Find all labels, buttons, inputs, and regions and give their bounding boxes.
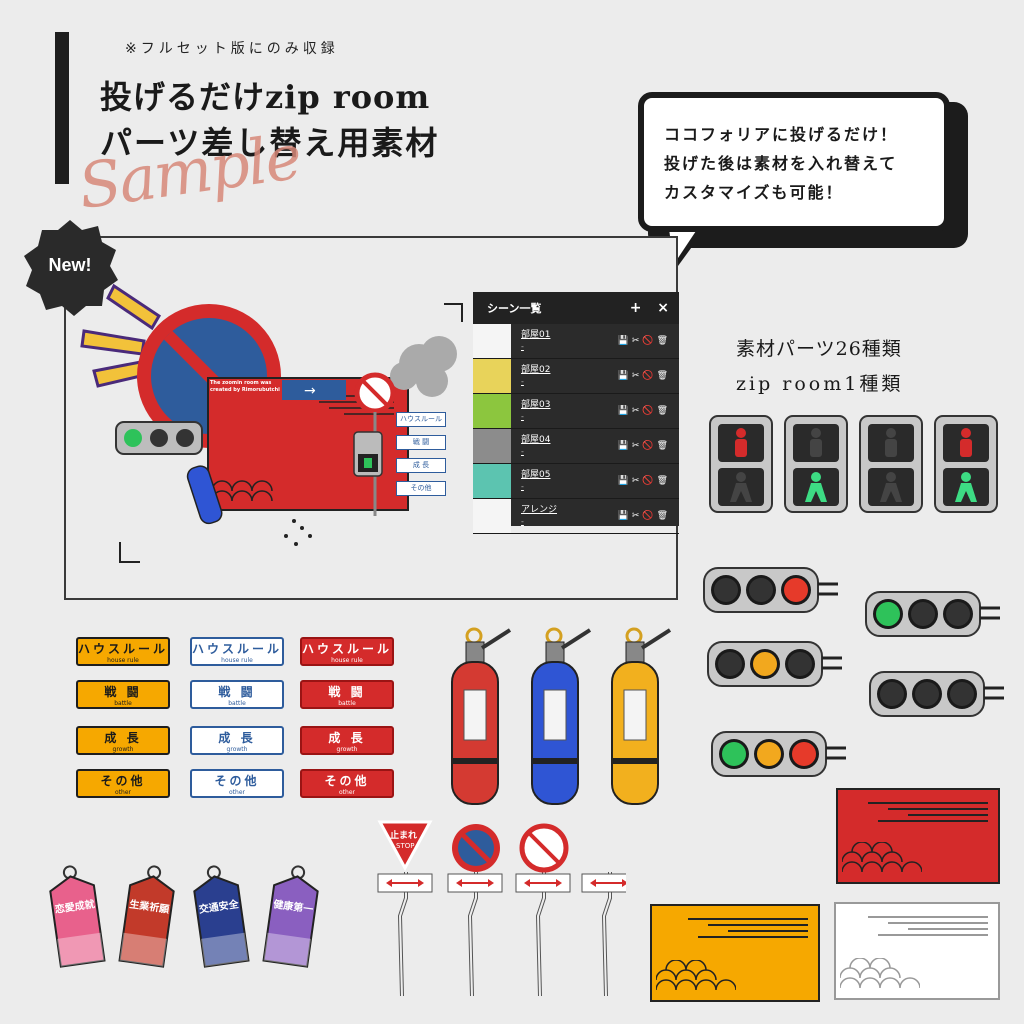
new-badge [24,220,118,316]
omamori: 生業祈願 [118,865,175,968]
pedestrian-signal [784,415,848,513]
scene-name[interactable]: アレンジ- [521,505,558,526]
mini-label: その他 [396,481,446,496]
mini-label: 成 長 [396,458,446,473]
fire-extinguisher [611,627,672,805]
sign-pole [581,872,626,997]
speech-bubble: ココフォリアに投げるだけ！ 投げた後は素材を入れ替えて カスタマイズも可能！ [638,92,950,232]
room-count: zip room1種類 [736,373,904,395]
scene-list-header: シーン一覧 + × [473,292,679,324]
sign-pole [515,872,571,997]
fire-extinguishers [451,627,672,805]
omamori-charms: 恋愛成就生業祈願交通安全健康第一 [49,865,319,968]
header-bar [55,32,69,184]
pedestrian-signal [709,415,773,513]
scene-thumbnail [473,429,511,463]
scene-name[interactable]: 部屋05- [521,470,551,491]
add-scene-icon[interactable]: + [629,300,642,316]
mini-label: 戦 闘 [396,435,446,450]
scene-row[interactable]: アレンジ- 💾✂🚫🗑 [473,499,679,534]
scene-list: 部屋01-💾✂🚫🗑部屋02-💾✂🚫🗑部屋03-💾✂🚫🗑部屋04-💾✂🚫🗑部屋05… [473,324,679,534]
fire-extinguisher [451,627,512,805]
scene-thumbnail [473,359,511,393]
close-panel-icon[interactable]: × [657,300,669,316]
traffic-light [711,731,846,777]
page-title: 投げるだけzip room [100,78,431,116]
pedestrian-signals [709,415,998,513]
fullset-note: ※フルセット版にのみ収録 [125,41,339,57]
bubble-line: 投げた後は素材を入れ替えて [664,154,898,173]
traffic-light [703,567,838,613]
page-subtitle: パーツ差し替え用素材 [100,124,440,162]
traffic-light [707,641,842,687]
scene-row[interactable]: 部屋04- 💾✂🚫🗑 [473,429,679,464]
road-signs: 止まれ STOP [377,820,626,997]
traffic-light [865,591,1000,637]
omamori: 恋愛成就 [49,865,106,968]
new-badge-text: New! [48,255,92,275]
mini-label-stack: ハウスルール 戦 闘 成 長 その他 [396,412,446,496]
stop-sign-text: 止まれ [390,829,417,841]
mat-red [836,788,1000,884]
scene-list-title: シーン一覧 [487,302,542,315]
scene-thumbnail [473,324,511,358]
parts-count: 素材パーツ26種類 [736,338,902,360]
scene-row[interactable]: 部屋03- 💾✂🚫🗑 [473,394,679,429]
scene-name[interactable]: 部屋01- [521,330,551,351]
scene-row[interactable]: 部屋02- 💾✂🚫🗑 [473,359,679,394]
exit-arrow: → [304,383,316,399]
sign-pole [447,872,503,997]
scene-thumbnail [473,499,511,533]
traffic-lights [703,567,1004,777]
scene-actions[interactable]: 💾✂🚫🗑 [617,511,671,521]
scene-actions[interactable]: 💾✂🚫🗑 [617,441,671,451]
svg-text:STOP: STOP [396,842,414,850]
omamori: 交通安全 [193,865,250,968]
scene-actions[interactable]: 💾✂🚫🗑 [617,476,671,486]
scene-row[interactable]: 部屋05- 💾✂🚫🗑 [473,464,679,499]
traffic-light [869,671,1004,717]
scene-list-panel: シーン一覧 + × 部屋01-💾✂🚫🗑部屋02-💾✂🚫🗑部屋03-💾✂🚫🗑部屋0… [473,292,679,534]
scene-thumbnail [473,464,511,498]
fire-extinguisher [531,627,592,805]
scene-actions[interactable]: 💾✂🚫🗑 [617,406,671,416]
scene-name[interactable]: 部屋02- [521,365,551,386]
bubble-line: カスタマイズも可能！ [664,183,844,202]
credit-text: The zoomin room was created by Rimorubut… [210,380,280,393]
scene-actions[interactable]: 💾✂🚫🗑 [617,336,671,346]
pedestrian-signal [859,415,923,513]
scene-name[interactable]: 部屋04- [521,435,551,456]
scene-row[interactable]: 部屋01- 💾✂🚫🗑 [473,324,679,359]
pedestrian-signal [934,415,998,513]
omamori: 健康第一 [262,865,319,968]
scene-thumbnail [473,394,511,428]
scene-actions[interactable]: 💾✂🚫🗑 [617,371,671,381]
room-preview: → [80,283,463,563]
mat-white [834,902,1000,1000]
mini-label: ハウスルール [396,412,446,427]
sign-pole [377,872,433,997]
mat-yellow [650,904,820,1002]
bubble-line: ココフォリアに投げるだけ！ [664,125,899,144]
scene-name[interactable]: 部屋03- [521,400,551,421]
